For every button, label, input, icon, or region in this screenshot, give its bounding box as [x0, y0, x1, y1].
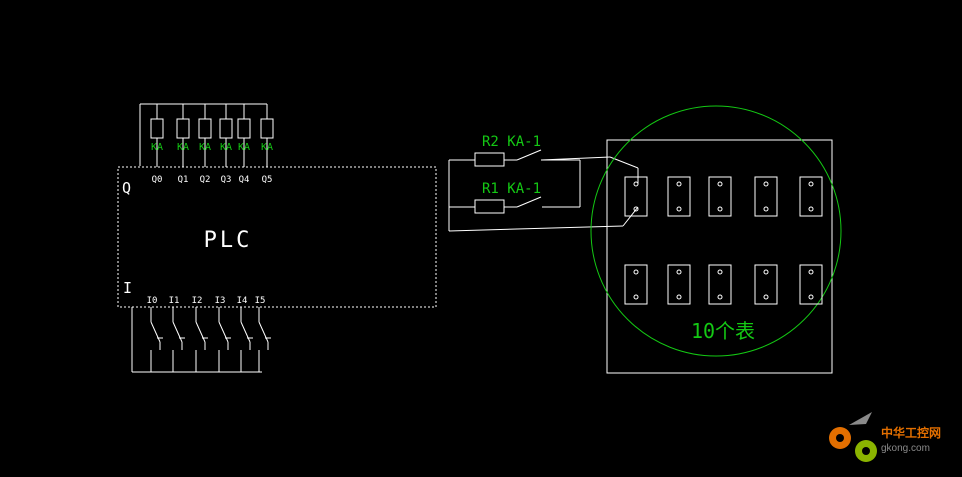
meter-terminal-bottom — [633, 294, 639, 300]
meter-body — [799, 176, 823, 217]
meter-terminal-top — [808, 181, 814, 187]
meter-terminal-top — [763, 181, 769, 187]
meter-panel-frame — [606, 139, 833, 374]
output-terminal-label: Q1 — [178, 175, 189, 185]
meter-unit — [799, 176, 823, 217]
output-terminal-label: Q4 — [239, 175, 250, 185]
output-terminal-label: Q5 — [262, 175, 273, 185]
input-terminal-label: I3 — [215, 296, 226, 306]
output-terminal-label: Q3 — [221, 175, 232, 185]
meter-panel: 10个表 — [590, 105, 842, 374]
meter-terminal-bottom — [808, 294, 814, 300]
meter-body — [708, 176, 732, 217]
meter-terminal-bottom — [808, 206, 814, 212]
coil-symbol — [260, 118, 274, 139]
input-switch-bank — [131, 307, 271, 373]
input-terminal-label: I1 — [169, 296, 180, 306]
meter-terminal-bottom — [717, 294, 723, 300]
meter-terminal-top — [717, 269, 723, 275]
coil-label: KA — [238, 142, 250, 153]
meter-body — [624, 176, 648, 217]
meter-terminal-bottom — [676, 206, 682, 212]
meter-terminal-bottom — [717, 206, 723, 212]
coil-symbol — [219, 118, 233, 139]
input-terminal-label: I5 — [255, 296, 266, 306]
meter-panel-label: 10个表 — [691, 319, 755, 343]
meter-unit — [624, 176, 648, 217]
relay-bottom-label: R1 KA-1 — [482, 181, 541, 197]
input-terminal-label: I0 — [147, 296, 158, 306]
relay-top-label: R2 KA-1 — [482, 134, 541, 150]
coil-label: KA — [261, 142, 273, 153]
meter-terminal-bottom — [633, 206, 639, 212]
meter-body — [754, 176, 778, 217]
meter-terminal-bottom — [676, 294, 682, 300]
output-coil-bank: KA KA KA KA KA KA — [139, 103, 274, 167]
meter-terminal-top — [633, 269, 639, 275]
meter-body — [667, 264, 691, 305]
coil-label: KA — [199, 142, 211, 153]
meter-unit — [754, 264, 778, 305]
input-terminal-label: I4 — [237, 296, 248, 306]
plc-output-marker: Q — [122, 179, 131, 197]
meter-terminal-top — [717, 181, 723, 187]
meter-terminal-top — [808, 269, 814, 275]
ka1-contact-top — [516, 149, 542, 161]
meter-body — [754, 264, 778, 305]
meter-terminal-top — [676, 269, 682, 275]
coil-symbol — [176, 118, 190, 139]
meter-unit — [754, 176, 778, 217]
switch-contact — [150, 321, 161, 343]
feed-wire-to-meter — [609, 156, 639, 169]
meter-body — [667, 176, 691, 217]
meter-unit — [624, 264, 648, 305]
resistor-r1 — [474, 199, 505, 214]
meter-terminal-bottom — [763, 206, 769, 212]
output-terminal-label: Q0 — [152, 175, 163, 185]
gear-logo-icon — [829, 412, 877, 462]
meter-unit — [708, 264, 732, 305]
meter-terminal-top — [676, 181, 682, 187]
meter-unit — [708, 176, 732, 217]
coil-label: KA — [177, 142, 189, 153]
plc-outline — [117, 166, 437, 308]
watermark-url: gkong.com — [881, 443, 930, 454]
meter-body — [799, 264, 823, 305]
meter-terminal-top — [633, 181, 639, 187]
relay-circuit: R2 KA-1 R1 KA-1 — [448, 134, 639, 232]
output-terminal-label: Q2 — [200, 175, 211, 185]
plc-block: PLC Q I Q0 Q1 Q2 Q3 Q4 Q5 I0 I1 I2 I3 I4 I5 — [117, 166, 437, 308]
meter-unit — [667, 264, 691, 305]
ka1-contact-bottom — [516, 196, 542, 208]
input-terminal-label: I2 — [192, 296, 203, 306]
coil-symbol — [150, 118, 164, 139]
return-wire — [448, 225, 624, 232]
switch-contact — [240, 321, 251, 343]
switch-contact — [195, 321, 206, 343]
coil-label: KA — [151, 142, 163, 153]
feed-wire-top — [540, 156, 611, 161]
plc-title: PLC — [204, 228, 253, 253]
watermark-brand: 中华工控网 — [881, 425, 941, 440]
meter-unit — [667, 176, 691, 217]
resistor-r2 — [474, 152, 505, 167]
meter-group-circle — [590, 105, 842, 357]
site-watermark: 中华工控网 gkong.com — [829, 412, 941, 462]
coil-symbol — [198, 118, 212, 139]
coil-label: KA — [220, 142, 232, 153]
meter-terminal-bottom — [763, 294, 769, 300]
switch-contact — [218, 321, 229, 343]
switch-contact — [172, 321, 183, 343]
plc-input-marker: I — [123, 279, 132, 297]
meter-terminal-top — [763, 269, 769, 275]
coil-symbol — [237, 118, 251, 139]
meter-body — [708, 264, 732, 305]
switch-contact — [258, 321, 269, 343]
meter-unit — [799, 264, 823, 305]
meter-body — [624, 264, 648, 305]
